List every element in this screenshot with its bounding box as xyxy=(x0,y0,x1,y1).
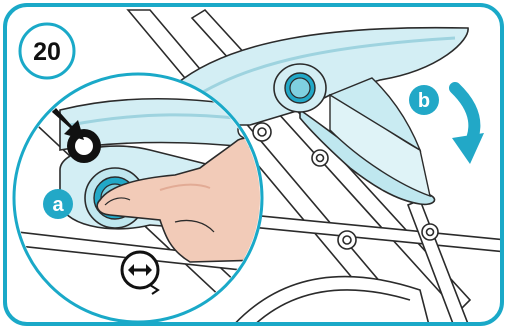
callout-a-label: a xyxy=(52,194,64,216)
step-badge: 20 xyxy=(20,24,74,78)
callout-a: a xyxy=(43,189,73,219)
hinge-knob-upper xyxy=(274,64,326,112)
step-number: 20 xyxy=(33,38,61,66)
callout-b-label: b xyxy=(418,90,430,112)
callout-b: b xyxy=(409,85,439,115)
